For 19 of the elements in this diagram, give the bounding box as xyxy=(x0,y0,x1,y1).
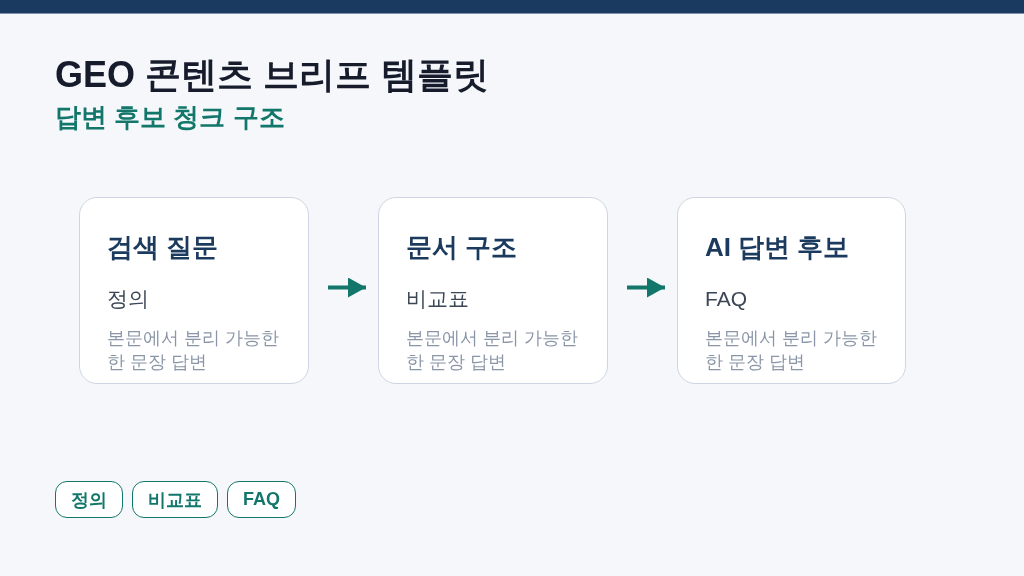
step-card xyxy=(79,197,309,384)
format-label: 비교표 xyxy=(406,286,470,312)
step-card xyxy=(677,197,906,384)
card-description: 본문에서 분리 가능한 한 문장 답변 xyxy=(705,327,878,374)
step-card xyxy=(378,197,608,384)
flow-arrow xyxy=(328,277,366,298)
card-heading: 검색 질문 xyxy=(107,232,220,262)
card-heading: AI 답변 후보 xyxy=(705,232,851,262)
card-description: 본문에서 분리 가능한 한 문장 답변 xyxy=(406,327,579,374)
format-label: 정의 xyxy=(107,286,150,312)
page-subtitle: 답변 후보 청크 구조 xyxy=(55,102,285,132)
format-tag: 비교표 xyxy=(132,481,218,518)
card-heading: 문서 구조 xyxy=(406,232,519,262)
format-tag: 정의 xyxy=(55,481,123,518)
card-description: 본문에서 분리 가능한 한 문장 답변 xyxy=(107,327,280,374)
format-tag: FAQ xyxy=(227,481,296,518)
page-title: GEO 콘텐츠 브리프 템플릿 xyxy=(55,53,490,97)
flow-arrow xyxy=(627,277,665,298)
format-label: FAQ xyxy=(705,286,748,312)
